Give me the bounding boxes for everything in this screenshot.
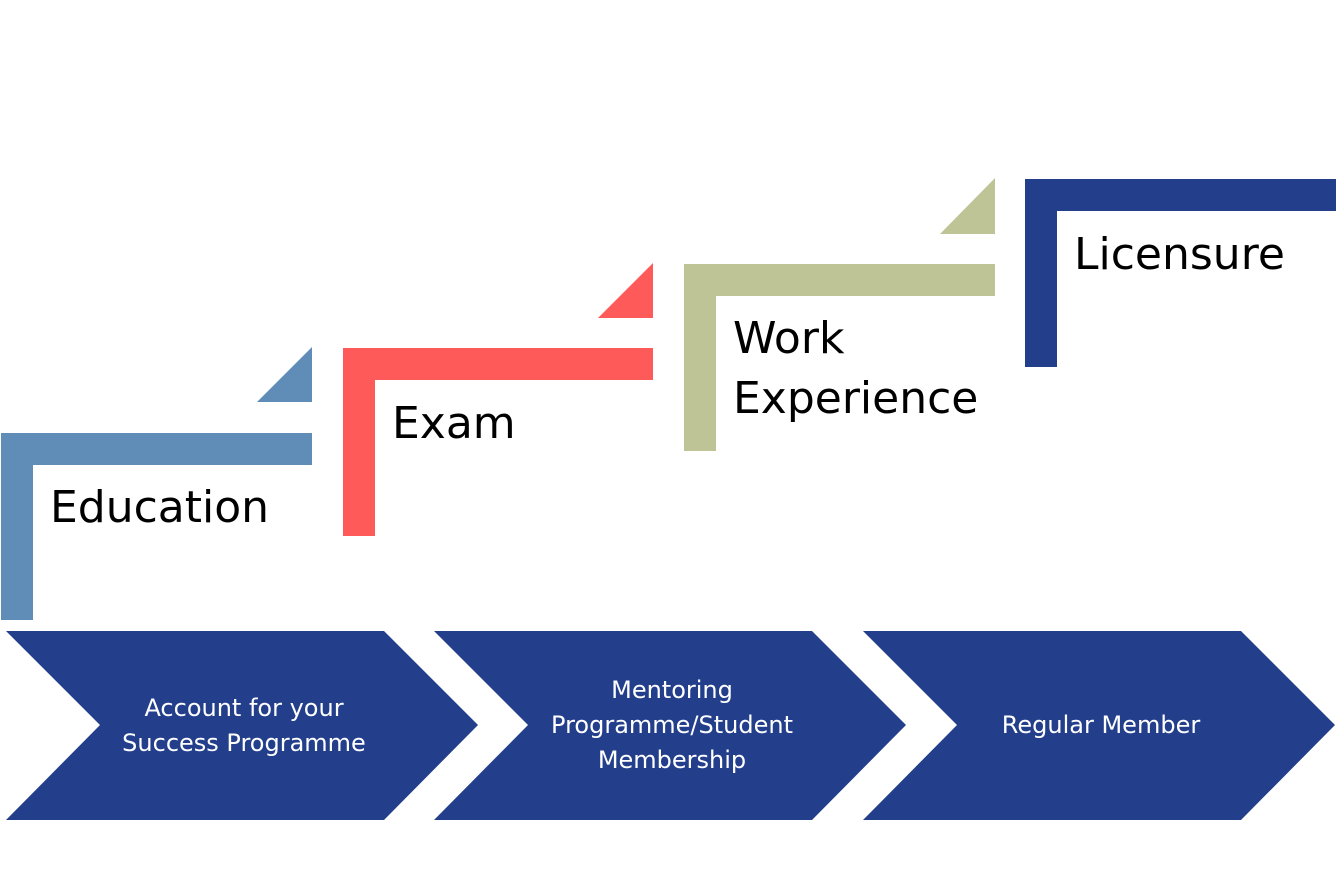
chevron-account-for-your-success — [6, 631, 478, 820]
licensure-step-bracket — [1025, 179, 1336, 367]
chevron-mentoring-student-membership-text: Mentoring Programme/Student Membership — [551, 676, 793, 774]
chevron-regular-member — [863, 631, 1335, 820]
work-experience-label: Work Experience — [733, 313, 979, 424]
chevron-account-for-your-success-text: Account for your Success Programme — [122, 693, 366, 757]
exam-label: Exam — [392, 398, 516, 449]
chevron-regular-member-text: Regular Member — [1001, 711, 1201, 740]
education-step-corner-triangle — [257, 347, 312, 402]
work-experience-step-bracket — [684, 264, 995, 451]
chevron-mentoring-student-membership — [434, 631, 906, 820]
licensure-label: Licensure — [1074, 229, 1285, 280]
exam-step-corner-triangle — [598, 263, 653, 318]
education-step-bracket — [1, 433, 312, 620]
education-label: Education — [50, 482, 270, 533]
work-experience-step-corner-triangle — [940, 178, 995, 234]
exam-step-bracket — [343, 348, 653, 536]
